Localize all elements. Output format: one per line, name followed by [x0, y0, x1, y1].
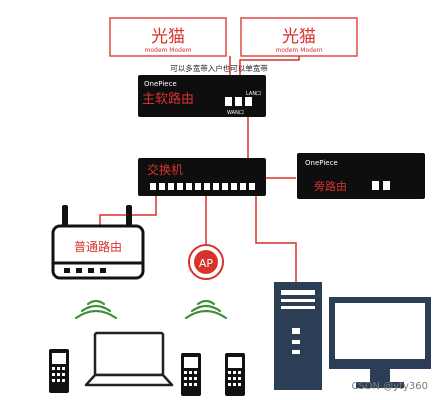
tower-slot [292, 340, 300, 344]
tower-drive-bay [281, 306, 315, 309]
main-router-port-3 [245, 97, 252, 106]
main-router-wan-label: WAN口 [227, 110, 244, 116]
switch-port [177, 183, 183, 190]
switch-port [213, 183, 219, 190]
normal-router-led [100, 268, 106, 273]
switch-port [249, 183, 255, 190]
tower-drive-bay [281, 290, 315, 295]
main-router-lan-label: LAN口 [246, 91, 261, 97]
ap-core [194, 250, 218, 274]
phone-icon [181, 353, 201, 396]
line-switch-pc [255, 196, 297, 282]
main-router-port-2 [235, 97, 242, 106]
modem-right-box [240, 17, 358, 57]
switch-title: 交换机 [147, 162, 183, 177]
modem-right-subtitle: modem Modem [276, 47, 323, 54]
broadband-note: 可以多宽带入户也可以单宽带 [170, 63, 268, 73]
monitor-stand [356, 382, 404, 388]
modem-left-subtitle: modem Modem [145, 47, 192, 54]
laptop-screen [93, 331, 165, 377]
monitor-screen [335, 303, 425, 359]
phone-icon [49, 349, 69, 393]
phone-icon [225, 353, 245, 396]
normal-router-led [64, 268, 70, 273]
main-router-port-1 [225, 97, 232, 106]
laptop-icon [84, 331, 174, 387]
modem-right-title: 光猫 [282, 27, 316, 47]
wifi-icon [184, 299, 228, 320]
tower-drive-bay [281, 299, 315, 302]
switch-port [159, 183, 165, 190]
switch-port [204, 183, 210, 190]
desktop-tower-icon [274, 282, 322, 390]
normal-router: 普通路由 [51, 205, 145, 280]
switch-port [150, 183, 156, 190]
normal-router-led [76, 268, 82, 273]
normal-router-title: 普通路由 [74, 239, 122, 254]
side-router-port-2 [383, 181, 390, 190]
ap-title: AP [199, 257, 214, 270]
network-switch: 交换机 [138, 158, 266, 196]
main-router-body [138, 75, 266, 117]
tower-button [292, 328, 300, 334]
main-router-brand: OnePiece [144, 80, 177, 88]
tower-body [274, 282, 322, 390]
switch-port [186, 183, 192, 190]
laptop-base [84, 373, 174, 387]
side-router-body [297, 153, 425, 199]
switch-ports [150, 183, 255, 190]
main-router-title: 主软路由 [142, 91, 194, 107]
switch-port [222, 183, 228, 190]
side-router: OnePiece 旁路由 [297, 153, 425, 199]
modem-left-box [109, 17, 227, 57]
switch-port [195, 183, 201, 190]
side-router-title: 旁路由 [314, 179, 347, 193]
switch-port [168, 183, 174, 190]
monitor-neck [370, 369, 390, 382]
wifi-icon [74, 299, 118, 320]
side-router-brand: OnePiece [305, 159, 338, 167]
watermark-text: CSDN @yty360 [351, 381, 428, 392]
access-point: AP [188, 244, 224, 280]
side-router-port-1 [372, 181, 379, 190]
switch-port [231, 183, 237, 190]
monitor-icon [329, 297, 431, 388]
switch-port [240, 183, 246, 190]
modem-left-title: 光猫 [151, 27, 185, 47]
normal-router-led [88, 268, 94, 273]
tower-slot [292, 350, 300, 354]
main-router: OnePiece 主软路由 LAN口 WAN口 [138, 75, 266, 117]
normal-router-body [51, 224, 145, 280]
